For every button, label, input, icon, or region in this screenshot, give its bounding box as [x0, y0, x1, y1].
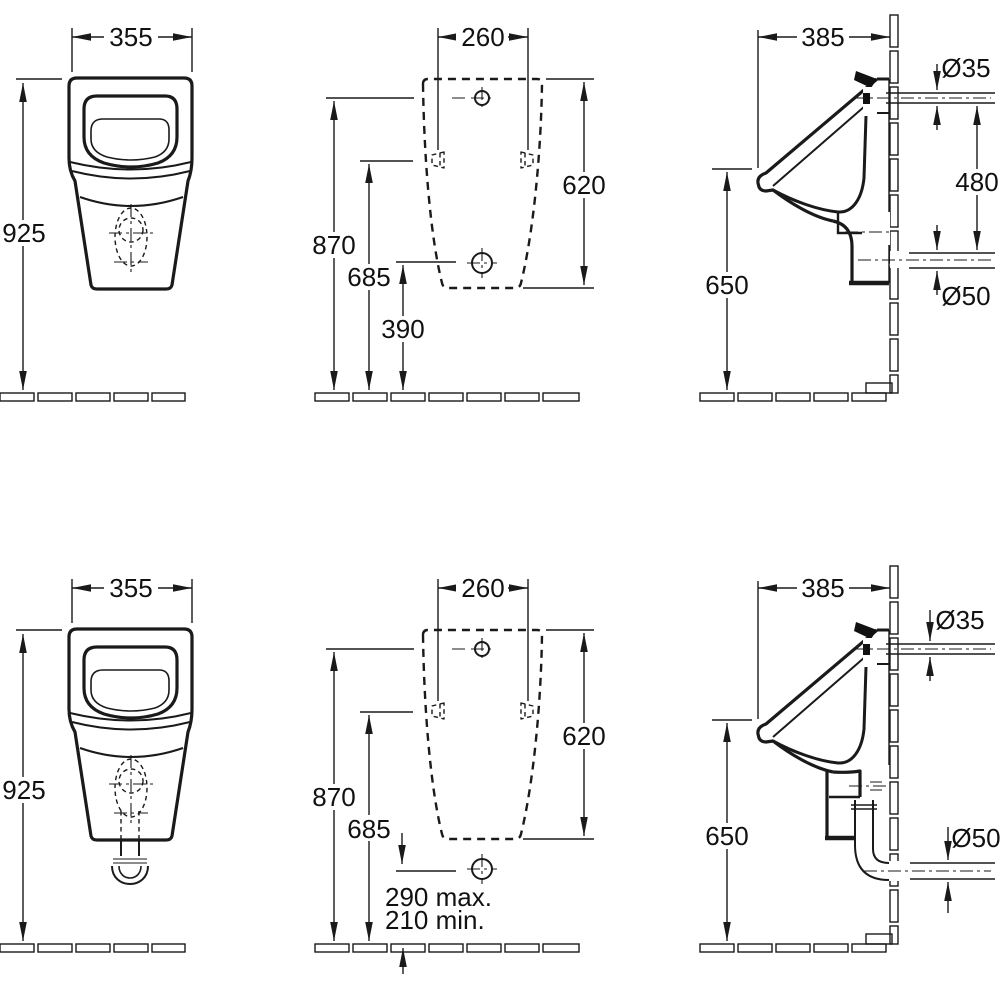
- dim-label-rim-height: 650: [705, 270, 748, 300]
- dim-template-height-620: 620: [523, 78, 608, 289]
- dim-template-height-620: 620: [523, 629, 608, 840]
- dim-label-offset: 480: [955, 167, 998, 197]
- dim-label-template-height: 620: [562, 721, 605, 751]
- dim-label-template-height: 620: [562, 170, 605, 200]
- dim-inlet-diameter-35: Ø35: [926, 605, 985, 681]
- dim-label-fixing-height: 685: [347, 262, 390, 292]
- floor-hatch: [0, 392, 186, 402]
- template-outline: [421, 628, 544, 841]
- dim-width-355: 355: [71, 22, 193, 72]
- dim-label-inlet-diameter: Ø35: [941, 53, 990, 83]
- floor-hatch: [699, 392, 887, 402]
- dim-height-925: 925: [1, 78, 62, 390]
- dim-inlet-height-870: 870: [311, 97, 414, 390]
- dim-outlet-diameter-50: Ø50: [933, 225, 991, 311]
- floor-hatch: [314, 943, 580, 953]
- dim-depth-385: 385: [757, 22, 890, 168]
- dim-label-outlet-max: 290 max.: [385, 882, 492, 912]
- urinal-side-body: [756, 69, 997, 223]
- exposed-trap-assembly: [825, 630, 995, 881]
- dim-hole-spacing-260: 260: [437, 22, 529, 150]
- outlet-hole-mark: [467, 854, 497, 884]
- dim-label-outlet-min: 210 min.: [385, 905, 485, 935]
- urinal-front-body: [67, 76, 194, 291]
- panel-front-view-variant2: 355 925: [0, 573, 194, 953]
- dim-inlet-diameter-35: Ø35: [933, 53, 991, 130]
- panel-installation-template-variant1: 260 870 685 390 620: [311, 22, 608, 402]
- panel-front-view-variant1: 355 925: [0, 22, 194, 402]
- urinal-side-body: [756, 620, 997, 774]
- dim-label-inlet-height: 870: [312, 230, 355, 260]
- dim-hole-spacing-260: 260: [437, 573, 529, 701]
- outlet-hole-mark: [467, 248, 497, 278]
- panel-side-section-variant1: 385 Ø35 480 Ø50 650: [699, 14, 1000, 402]
- panel-side-section-variant2: 385 Ø35 Ø50 650: [699, 565, 1000, 953]
- exposed-siphon-trap: [111, 811, 149, 885]
- dim-height-925: 925: [1, 629, 62, 941]
- dim-label-depth: 385: [801, 573, 844, 603]
- dim-outlet-height-range: 290 max. 210 min.: [385, 833, 492, 974]
- floor-hatch: [0, 943, 186, 953]
- dim-inlet-height-870: 870: [311, 648, 414, 941]
- wall-tiles: [865, 565, 899, 945]
- dim-outlet-height-390: 390: [380, 261, 456, 390]
- dim-label-height: 925: [2, 218, 45, 248]
- dim-rim-height-650: 650: [704, 168, 752, 390]
- floor-hatch: [699, 943, 887, 953]
- dim-label-height: 925: [2, 775, 45, 805]
- concealed-outlet-assembly: [832, 79, 995, 286]
- dim-offset-480: 480: [951, 106, 1000, 250]
- dim-label-outlet-diameter: Ø50: [951, 823, 1000, 853]
- dim-label-width: 355: [109, 573, 152, 603]
- wall-tiles: [865, 14, 899, 394]
- dim-depth-385: 385: [757, 573, 890, 719]
- dim-rim-height-650: 650: [704, 719, 752, 941]
- dim-outlet-diameter-50: Ø50: [944, 823, 1000, 913]
- dim-label-hole-spacing: 260: [461, 573, 504, 603]
- dim-label-width: 355: [109, 22, 152, 52]
- urinal-front-body: [67, 627, 194, 842]
- dim-label-hole-spacing: 260: [461, 22, 504, 52]
- dim-fixing-height-685: 685: [346, 711, 413, 941]
- dim-label-inlet-height: 870: [312, 782, 355, 812]
- floor-hatch: [314, 392, 580, 402]
- dim-label-rim-height: 650: [705, 821, 748, 851]
- dim-label-outlet-diameter: Ø50: [941, 281, 990, 311]
- dim-label-outlet-height: 390: [381, 314, 424, 344]
- panel-installation-template-variant2: 260 870 685 620 290 max. 210 min.: [311, 573, 608, 974]
- dim-fixing-height-685: 685: [346, 160, 413, 390]
- dim-width-355: 355: [71, 573, 193, 623]
- dim-label-depth: 385: [801, 22, 844, 52]
- dim-label-fixing-height: 685: [347, 814, 390, 844]
- dim-label-inlet-diameter: Ø35: [935, 605, 984, 635]
